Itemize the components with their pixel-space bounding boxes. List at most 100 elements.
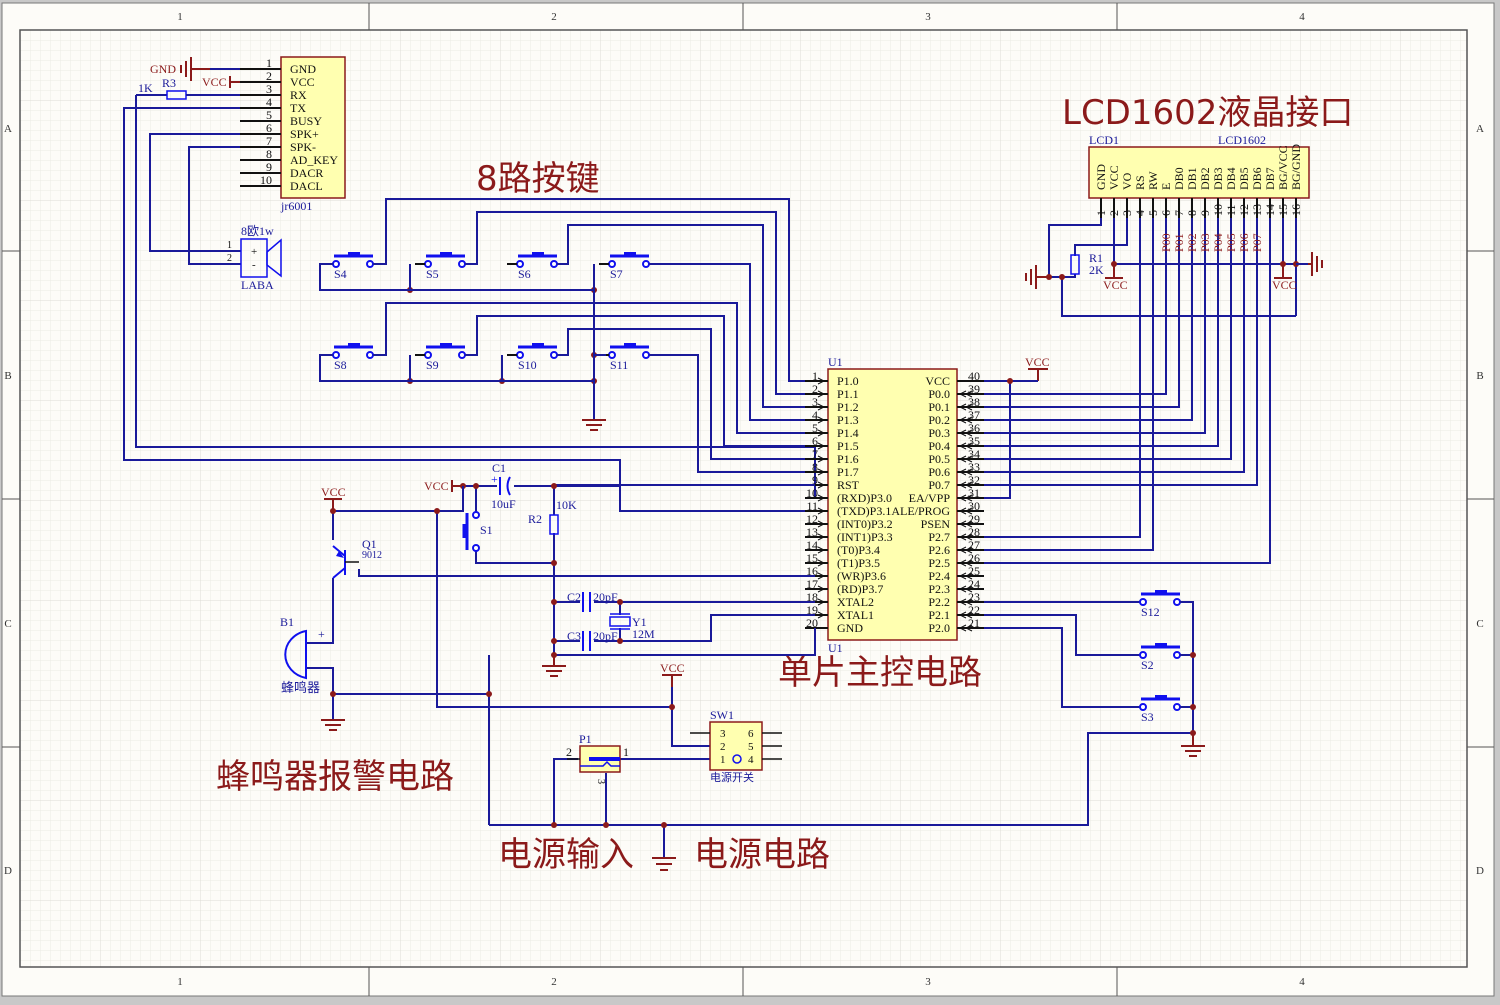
mcu-pin-name: (RD)P3.7 [837,582,883,596]
c1-value: 10uF [491,497,516,511]
mcu-pin-name: P0.3 [928,426,950,440]
switch-s2[interactable]: S2 [1139,643,1181,672]
mcu-pin-name: GND [837,621,863,635]
jr6001-pin-name: VCC [290,75,315,89]
mcu-pin-name: P2.0 [928,621,950,635]
lcd1602[interactable]: LCD1 LCD1602 1GND2VCC3VO4RS5RW6E7DB08DB1… [1088,133,1310,218]
mcu-pin-number: 15 [806,551,818,565]
mcu-pin-number: 25 [968,564,980,578]
lcd-net-label: P07 [1250,233,1264,252]
power-vcc: VCC [660,661,685,687]
sw1-pin2: 2 [720,741,726,753]
switch-s7-label: S7 [610,267,623,281]
speaker-designator: LABA [241,278,274,292]
capacitor-c2[interactable]: C2 20pF [567,590,618,612]
lcd-net-label: P02 [1185,233,1199,252]
mcu-pin-number: 26 [968,551,980,565]
connector-p1[interactable]: P1 1 2 3 [566,732,629,784]
y1-value: 12M [632,627,655,641]
mcu-pin-name: XTAL1 [837,608,874,622]
lcd-pin-name: VO [1120,172,1134,190]
jr6001-designator: jr6001 [280,199,312,213]
power-vcc-label: VCC [660,661,685,675]
mcu-pin-name: P1.1 [837,387,859,401]
s1-label: S1 [480,523,493,537]
speaker-laba[interactable]: 8欧1w LABA 1 2 + - [227,224,282,292]
zone-col-1-bottom: 1 [177,976,183,988]
switch-s12[interactable]: S12 [1139,590,1181,619]
jr6001-pin-number: 5 [266,108,272,122]
switch-s3-label: S3 [1141,710,1154,724]
gnd-symbol-lcd-right [1308,252,1323,276]
jr6001-pin-number: 6 [266,121,272,135]
mcu-pin-name: P2.3 [928,582,950,596]
jr6001-pin-name: AD_KEY [290,153,338,167]
lcd-pin-number: 7 [1172,210,1186,216]
reset-vcc-label: VCC [424,479,449,493]
mcu-pin-number: 33 [968,460,980,474]
switch-s3[interactable]: S3 [1139,695,1181,724]
mcu-pin-number: 32 [968,473,980,487]
lcd-pin-number: 5 [1146,210,1160,216]
lcd-pin-number: 10 [1211,204,1225,216]
capacitor-c1[interactable]: + C1 10uF [491,461,516,511]
vcc-symbol-jr6001: VCC [202,75,240,89]
lcd-net-label: P04 [1211,233,1225,252]
transistor-q1[interactable]: Q1 9012 [332,537,382,579]
mcu-pin-number: 29 [968,512,980,526]
r2-value: 10K [556,498,577,512]
switch-s1[interactable]: S1 [462,511,493,552]
mcu-pin-name: (T1)P3.5 [837,556,880,570]
speaker-pin1: 1 [227,240,232,251]
gnd-symbol-right-switches [1181,733,1205,757]
b1-value: 蜂鸣器 [281,680,320,696]
mcu-pin-name: PSEN [921,517,951,531]
r1-value: 2K [1089,263,1104,277]
zone-row-b-right: B [1476,370,1483,382]
lcd-net-label: P03 [1198,233,1212,252]
mcu-pin-number: 37 [968,408,980,422]
buzzer-vcc-label: VCC [321,485,346,499]
mcu-pin-number: 24 [968,577,980,591]
resistor-r1[interactable]: R1 2K [1070,251,1104,277]
mcu-pin-name: XTAL2 [837,595,874,609]
b1-plus: + [318,627,325,641]
crystal-y1[interactable]: Y1 12M [609,613,655,641]
lcd-pin-number: 8 [1185,210,1199,216]
p1-designator: P1 [579,732,592,746]
gnd-symbol-keys [582,419,606,431]
mcu-pin-name: P2.4 [928,569,950,583]
mcu-pin-name: (INT0)P3.2 [837,517,893,531]
right-switch-wires [1180,601,1196,746]
mcu-pin-number: 10 [806,486,818,500]
lcd-pin-name: DB7 [1263,167,1277,190]
zone-col-2-top: 2 [551,11,557,23]
power-switch-sw1[interactable]: SW1 3 6 2 5 1 4 电源开关 [690,708,782,784]
buzzer-b1[interactable]: B1 + 蜂鸣器 [280,615,325,696]
jr6001-pin-name: TX [290,101,306,115]
gnd-symbol-jr6001: GND [150,57,240,81]
speaker-plus: + [251,246,257,258]
lcd-net-label: P06 [1237,233,1251,252]
switch-s12-label: S12 [1141,605,1160,619]
p1-pin2: 2 [566,745,572,759]
resistor-r3[interactable]: R3 1K [136,76,240,100]
switch-s9[interactable]: S9 [424,343,466,372]
capacitor-c3[interactable]: C3 20pF [567,629,618,651]
zone-col-4-top: 4 [1299,11,1305,23]
switch-s4[interactable]: S4 [332,252,374,281]
sw1-pin6: 6 [748,728,754,740]
mcu-pin-number: 12 [806,512,818,526]
title-mcu: 单片主控电路 [778,653,982,693]
lcd-pin-number: 11 [1224,204,1238,216]
mcu-pin-number: 11 [806,499,818,513]
mcu-pin-name: (TXD)P3.1 [837,504,891,518]
sw1-designator: SW1 [710,708,734,722]
r2-designator: R2 [528,512,542,526]
lcd-vcc-right-label: VCC [1272,278,1297,292]
mcu-pin-number: 20 [806,616,818,630]
resistor-r2[interactable]: R2 10K [528,498,577,535]
lcd-pin-number: 9 [1198,210,1212,216]
